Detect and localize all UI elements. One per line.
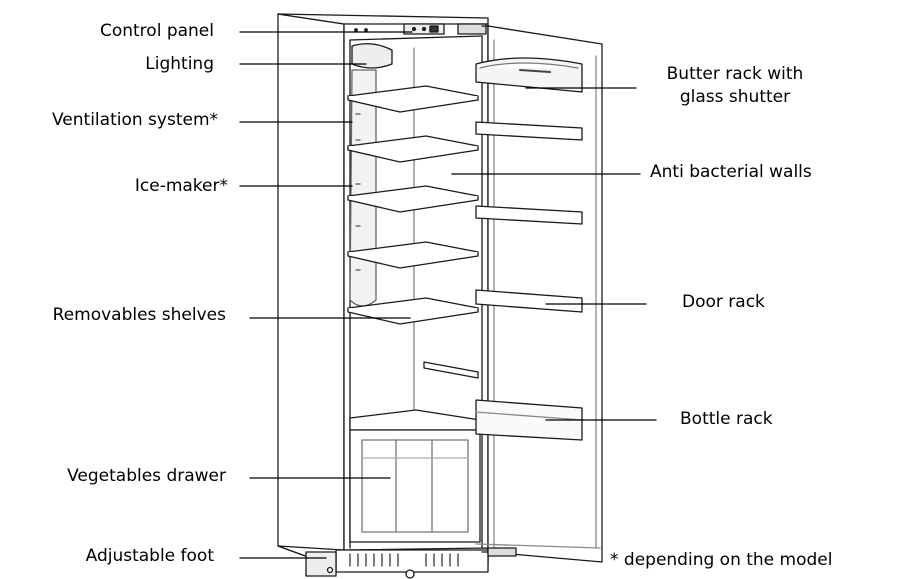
label-butter-rack-line2: glass shutter xyxy=(679,87,791,107)
label-bottle-rack: Bottle rack xyxy=(680,409,773,429)
light-housing xyxy=(351,43,393,69)
label-removable-shelves: Removables shelves xyxy=(52,305,226,325)
base-plinth xyxy=(277,545,489,579)
label-lighting: Lighting xyxy=(145,54,214,74)
door xyxy=(475,25,603,563)
leader-lines xyxy=(239,31,657,559)
foot-screw xyxy=(405,569,415,579)
label-ventilation-system: Ventilation system* xyxy=(52,110,218,130)
label-vegetables-drawer: Vegetables drawer xyxy=(67,466,226,486)
footnote: * depending on the model xyxy=(610,550,833,570)
label-adjustable-foot: Adjustable foot xyxy=(85,546,214,566)
bottle-rack-shape xyxy=(475,399,583,441)
label-butter-rack-line1: Butter rack with xyxy=(666,64,804,84)
vegetables-drawer-shape xyxy=(349,409,481,543)
label-anti-bacterial-walls: Anti bacterial walls xyxy=(650,162,812,182)
door-rack-shapes xyxy=(475,121,583,313)
label-butter-rack: Butter rack with glass shutter xyxy=(640,64,830,107)
shelves xyxy=(347,85,479,379)
label-door-rack: Door rack xyxy=(682,292,765,312)
label-control-panel: Control panel xyxy=(99,21,214,41)
label-ice-maker: Ice-maker* xyxy=(134,176,228,196)
